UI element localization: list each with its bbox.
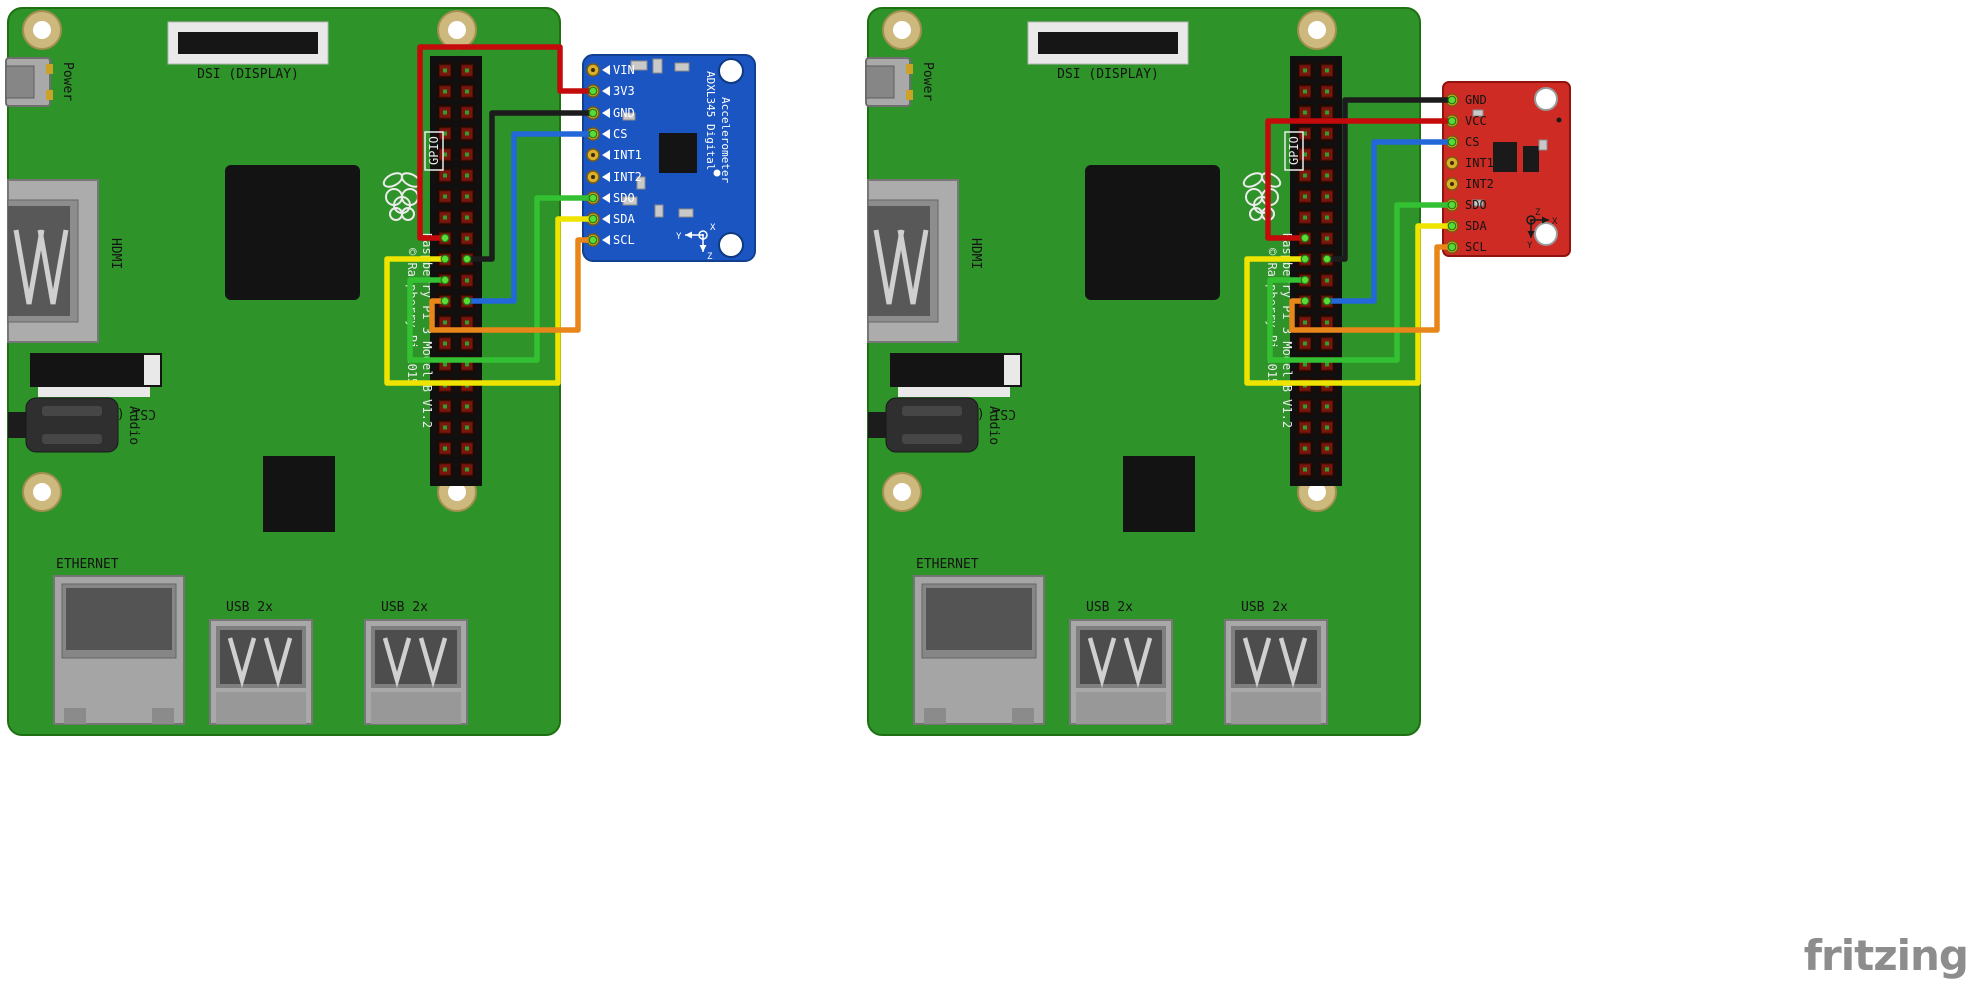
wire-ground-black[interactable]	[1324, 97, 1455, 262]
axis-x-label: X	[710, 223, 716, 233]
pin-marker-icon	[602, 193, 610, 203]
pin-label-sda: SDA	[613, 212, 635, 226]
pad-hole	[591, 68, 595, 72]
axis-z-label: Z	[1535, 208, 1541, 218]
wire-sda-yellow[interactable]	[384, 216, 596, 386]
pin-label-vin: VIN	[613, 63, 635, 77]
wire-sdo-green[interactable]	[1267, 202, 1455, 363]
wire-scl-orange[interactable]	[429, 237, 596, 333]
pin-marker-icon	[602, 172, 610, 182]
pin-label-3v3: 3V3	[613, 84, 635, 98]
pin-label-int1: INT1	[613, 148, 642, 162]
pin-label-scl: SCL	[1465, 240, 1487, 254]
raspberry-pi-board-left[interactable]	[6, 8, 560, 735]
pin-label-gnd: GND	[613, 106, 635, 120]
wire-sda-yellow[interactable]	[1244, 223, 1455, 386]
adafruit-components	[622, 58, 721, 218]
fritzing-watermark: fritzing	[1804, 931, 1968, 980]
pad-hole	[1450, 161, 1454, 165]
pin-label-sdo: SDO	[613, 191, 635, 205]
axis-indicator	[1526, 215, 1549, 238]
adxl345-breakout-sparkfun[interactable]: GND VCC CS INT1 INT2 SDO SDA SCL X Y	[1442, 81, 1571, 257]
pin-label-vcc: VCC	[1465, 114, 1487, 128]
axis-z-label: Z	[707, 252, 713, 262]
wire-power-red[interactable]	[1265, 118, 1455, 241]
sparkfun-components	[1472, 109, 1562, 207]
pin-label-sda: SDA	[1465, 219, 1487, 233]
raspberry-pi-board-right[interactable]	[866, 8, 1420, 735]
connection-dots	[440, 86, 1457, 306]
axis-x-label: X	[1552, 217, 1558, 227]
wire-cs-blue[interactable]	[1324, 139, 1455, 304]
pin-marker-icon	[602, 129, 610, 139]
pin-label-sdo: SDO	[1465, 198, 1487, 212]
wire-ground-black[interactable]	[464, 110, 596, 262]
adafruit-title-line2: Accelerometer	[719, 97, 732, 183]
pin-marker-icon	[602, 214, 610, 224]
mounting-hole	[1534, 222, 1558, 246]
axis-indicator	[685, 230, 708, 252]
adxl345-breakout-adafruit[interactable]: VIN 3V3 GND CS INT1 INT2 SDO SDA	[582, 54, 756, 262]
pin-marker-icon	[602, 235, 610, 245]
pin-label-gnd: GND	[1465, 93, 1487, 107]
pin-marker-icon	[602, 150, 610, 160]
wire-scl-orange[interactable]	[1289, 244, 1455, 333]
pin-marker-icon	[602, 65, 610, 75]
pin-marker-icon	[602, 86, 610, 96]
wire-sdo-green[interactable]	[407, 195, 596, 363]
pad-hole	[591, 175, 595, 179]
wires-right	[1244, 97, 1455, 386]
pad-hole	[591, 153, 595, 157]
pin-label-scl: SCL	[613, 233, 635, 247]
pin-label-int1: INT1	[1465, 156, 1494, 170]
pad-hole	[1450, 182, 1454, 186]
pin-label-int2: INT2	[1465, 177, 1494, 191]
wire-power-red[interactable]	[417, 44, 596, 241]
pin-marker-icon	[602, 108, 610, 118]
mounting-hole	[718, 232, 744, 258]
mounting-hole	[1534, 87, 1558, 111]
pin-label-cs: CS	[1465, 135, 1479, 149]
axis-y-label: Y	[1527, 241, 1533, 251]
wire-cs-blue[interactable]	[464, 131, 596, 304]
pin-label-cs: CS	[613, 127, 627, 141]
adafruit-title-line1: ADXL345 Digital	[704, 71, 717, 170]
mounting-hole	[718, 58, 744, 84]
pin-label-int2: INT2	[613, 170, 642, 184]
wires-left	[384, 44, 596, 386]
axis-y-label: Y	[676, 232, 682, 242]
